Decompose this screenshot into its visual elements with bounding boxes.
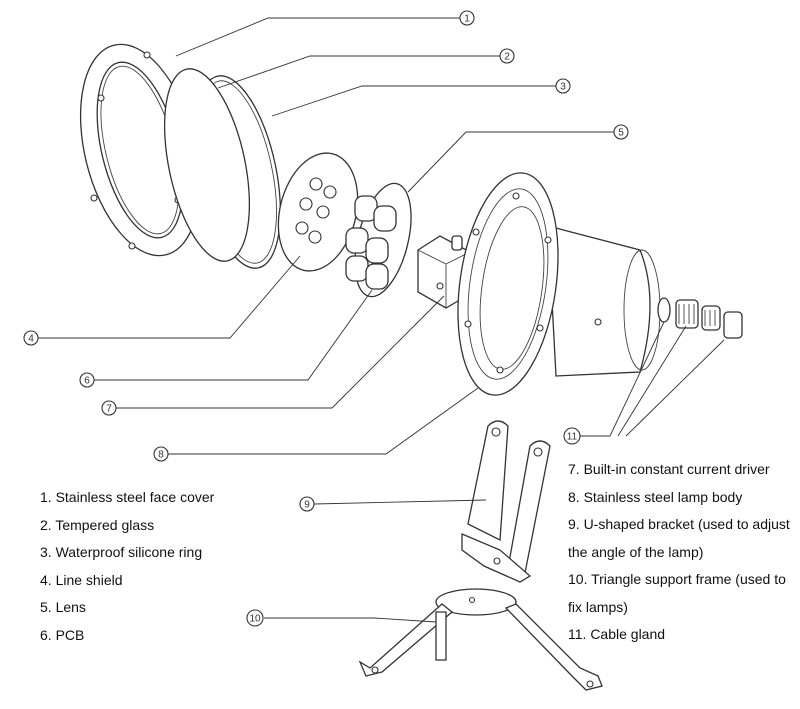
legend-item-2: 2. Tempered glass: [40, 516, 155, 533]
lamp-body-drawing: [457, 172, 661, 396]
callout-2: 2: [504, 52, 510, 63]
legend-item-3: 3. Waterproof silicone ring: [40, 544, 203, 560]
leader-lines: [38, 17, 725, 623]
callout-4: 4: [28, 334, 34, 345]
callout-8: 8: [158, 450, 164, 461]
callout-9: 9: [304, 500, 310, 511]
legend-item-10: 10. Triangle support frame (used to fix …: [568, 571, 786, 615]
callout-10: 10: [249, 614, 261, 625]
u-bracket-drawing: [461, 420, 551, 583]
callout-6: 6: [84, 376, 90, 387]
cable-gland-drawing: [657, 297, 743, 339]
glass-and-ring-drawing: [163, 68, 282, 269]
legend-item-9: 9. U-shaped bracket (used to adjust the …: [568, 516, 790, 560]
legend-item-11: 11. Cable gland: [568, 626, 666, 642]
legend-item-4: 4. Line shield: [40, 571, 123, 588]
legend-item-7: 7. Built-in constant current driver: [568, 461, 770, 477]
line-shield-drawing: [277, 152, 359, 272]
callout-5: 5: [618, 128, 624, 139]
legend-item-5: 5. Lens: [40, 599, 86, 615]
lens-pcb-drawing: [345, 182, 412, 298]
legend-left: 1. Stainless steel face cover 2. Tempere…: [40, 484, 214, 649]
callout-1: 1: [464, 14, 470, 25]
callout-11: 11: [567, 432, 578, 443]
legend-item-1: 1. Stainless steel face cover: [40, 489, 215, 505]
triangle-frame-drawing: [358, 588, 603, 691]
legend-item-8: 8. Stainless steel lamp body: [568, 488, 743, 505]
callout-markers: 1 2 3 4 5 6 7 8 9 10 11: [23, 10, 629, 627]
callout-7: 7: [106, 404, 112, 415]
legend-item-6: 6. PCB: [40, 626, 85, 643]
callout-3: 3: [560, 82, 566, 93]
legend-right: 7. Built-in constant current driver 8. S…: [568, 456, 800, 649]
